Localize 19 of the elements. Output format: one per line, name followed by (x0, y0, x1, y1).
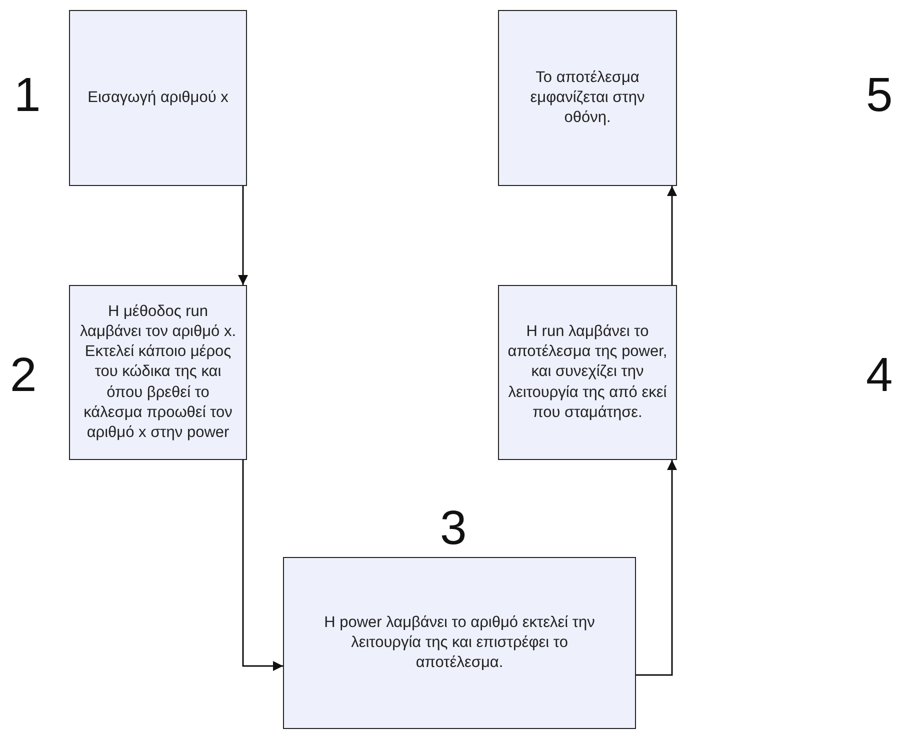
process-box (69, 285, 247, 460)
step-number: 5 (866, 72, 893, 120)
step-text: Η run λαμβάνει το αποτέλεσμα της power, και συνεχίζει την λειτουργία της από εκεί που σταμάτησε. (506, 322, 668, 423)
arrow (242, 460, 283, 671)
step-number: 4 (866, 352, 893, 400)
step-text: Η power λαμβάνει το αριθμό εκτελεί την λειτουργία της και επιστρέφει το αποτέλεσμα. (323, 612, 596, 674)
arrow (238, 186, 248, 285)
step-number: 3 (440, 505, 467, 553)
step-number: 1 (14, 72, 41, 120)
step-text: Το αποτέλεσμα εμφανίζεται στην οθόνη. (529, 68, 646, 128)
arrow (636, 460, 677, 676)
process-box (498, 10, 677, 186)
process-box (498, 285, 677, 460)
step-text: Η μέθοδος run λαμβάνει τον αριθμό x. Εκτελεί κάποιο μέρος του κώδικα της και όπου βρεθεί το κάλεσμα προωθεί τον αριθμό x στην power (78, 302, 238, 443)
step-number: 2 (10, 352, 37, 400)
step-text: Εισαγωγή αριθμού x (88, 88, 228, 108)
process-box (69, 10, 247, 186)
arrow (667, 186, 677, 285)
process-box (283, 557, 636, 729)
